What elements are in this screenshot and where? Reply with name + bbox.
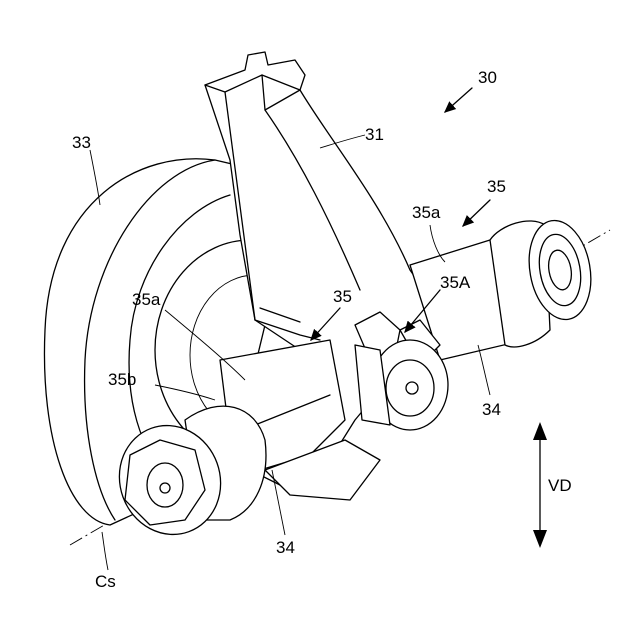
assembly-30-arrow [445,88,472,112]
leader-34-right [478,345,490,395]
label-35A: 35A [440,273,471,292]
joint-35-upper-arrow [463,200,490,226]
label-31: 31 [365,125,384,144]
label-30: 30 [478,68,497,87]
vd-direction-arrow [533,422,547,548]
label-35a-upper: 35a [412,203,441,222]
label-34-left: 34 [276,538,295,557]
leader-33 [90,150,100,205]
right-axle-34 [410,216,598,360]
label-34-right: 34 [482,400,501,419]
label-35b: 35b [108,370,136,389]
label-35a-left: 35a [132,290,161,309]
label-35-center: 35 [333,287,352,306]
label-35-upper: 35 [487,177,506,196]
leader-cs [102,532,108,570]
label-33: 33 [72,133,91,152]
label-cs: Cs [95,572,116,591]
label-vd: VD [548,476,572,495]
